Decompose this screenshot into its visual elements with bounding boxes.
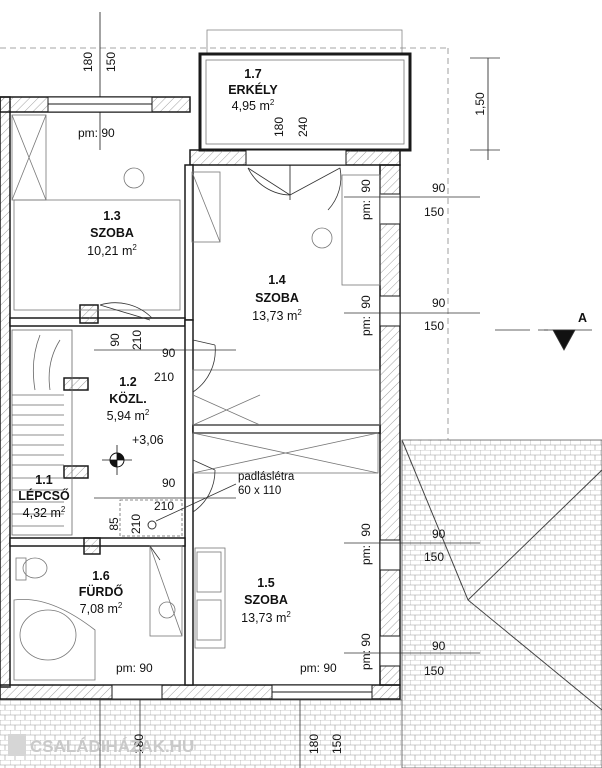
staircase	[11, 329, 73, 536]
svg-text:pm: 90: pm: 90	[116, 661, 153, 675]
ladder-label: padláslétra	[238, 471, 295, 483]
room-area: 13,73 m2	[252, 308, 302, 323]
svg-text:pm: 90: pm: 90	[78, 126, 115, 140]
svg-text:90: 90	[432, 639, 446, 653]
door-swings	[99, 167, 342, 561]
svg-text:85: 85	[107, 517, 121, 531]
room-name: SZOBA	[244, 593, 288, 607]
attic-ladder-hatch	[119, 483, 237, 537]
section-mark: A	[578, 311, 587, 325]
svg-text:90: 90	[162, 476, 176, 490]
svg-text:150: 150	[424, 319, 444, 333]
room-area: 5,94 m2	[107, 408, 150, 423]
room-area: 13,73 m2	[241, 610, 291, 625]
svg-text:1,50: 1,50	[473, 92, 487, 116]
svg-text:pm: 90: pm: 90	[300, 661, 337, 675]
room-id: 1.1	[35, 473, 52, 487]
svg-text:90: 90	[359, 179, 373, 193]
ladder-size: 60 x 110	[238, 485, 281, 497]
svg-text:180: 180	[132, 734, 146, 754]
svg-text:90: 90	[432, 527, 446, 541]
room-1-6-label: 1.6 FÜRDŐ 7,08 m2	[79, 569, 124, 616]
svg-text:90: 90	[359, 633, 373, 647]
dimension-labels: 180 150 180 240 1,50 pm: 90 pm: 90 90 15…	[78, 52, 487, 754]
svg-text:150: 150	[104, 52, 118, 72]
room-area: 4,32 m2	[23, 505, 66, 520]
svg-text:pm:: pm:	[359, 200, 373, 220]
svg-text:150: 150	[424, 550, 444, 564]
roof-area	[0, 439, 602, 768]
room-name: FÜRDŐ	[79, 584, 124, 599]
room-area: 7,08 m2	[80, 601, 123, 616]
room-id: 1.6	[92, 569, 109, 583]
level-marker	[102, 445, 132, 475]
svg-text:90: 90	[108, 333, 122, 347]
room-1-7-label: 1.7 ERKÉLY 4,95 m2	[228, 67, 278, 113]
room-id: 1.4	[268, 273, 285, 287]
svg-text:pm:: pm:	[359, 545, 373, 565]
balcony	[198, 29, 412, 152]
svg-text:180: 180	[307, 734, 321, 754]
svg-text:90: 90	[359, 523, 373, 537]
svg-text:180: 180	[272, 117, 286, 137]
room-id: 1.7	[244, 67, 261, 81]
svg-text:90: 90	[432, 296, 446, 310]
room-id: 1.2	[119, 375, 136, 389]
svg-text:180: 180	[81, 52, 95, 72]
watermark-text: CSALÁDIHÁZAK.HU	[30, 737, 194, 756]
room-name: LÉPCSŐ	[18, 488, 70, 503]
svg-text:90: 90	[432, 181, 446, 195]
svg-text:150: 150	[330, 734, 344, 754]
room-1-3-label: 1.3 SZOBA 10,21 m2	[87, 209, 137, 258]
room-1-5-label: 1.5 SZOBA 13,73 m2	[241, 576, 291, 625]
room-1-2-label: 1.2 KÖZL. 5,94 m2	[107, 375, 150, 423]
svg-text:150: 150	[424, 205, 444, 219]
furniture	[11, 114, 381, 681]
svg-text:150: 150	[424, 664, 444, 678]
svg-text:pm:: pm:	[359, 316, 373, 336]
room-area: 10,21 m2	[87, 243, 137, 258]
svg-text:210: 210	[154, 370, 174, 384]
room-name: ERKÉLY	[228, 82, 278, 97]
dimension-lines	[94, 57, 592, 768]
level-value: +3,06	[132, 433, 164, 447]
interior-walls	[9, 164, 381, 686]
svg-text:210: 210	[130, 330, 144, 350]
room-name: KÖZL.	[109, 391, 147, 406]
svg-text:210: 210	[154, 499, 174, 513]
roof-outline	[0, 47, 449, 441]
room-1-1-label: 1.1 LÉPCSŐ 4,32 m2	[18, 473, 70, 520]
room-area: 4,95 m2	[232, 98, 275, 113]
room-id: 1.3	[103, 209, 120, 223]
room-name: SZOBA	[90, 226, 134, 240]
room-name: SZOBA	[255, 291, 299, 305]
svg-text:240: 240	[296, 117, 310, 137]
watermark: CSALÁDIHÁZAK.HU	[8, 734, 194, 756]
svg-text:90: 90	[162, 346, 176, 360]
room-id: 1.5	[257, 576, 274, 590]
svg-text:210: 210	[129, 514, 143, 534]
room-1-4-label: 1.4 SZOBA 13,73 m2	[252, 273, 302, 323]
svg-text:90: 90	[359, 295, 373, 309]
svg-text:pm:: pm:	[359, 650, 373, 670]
windows	[47, 96, 401, 700]
